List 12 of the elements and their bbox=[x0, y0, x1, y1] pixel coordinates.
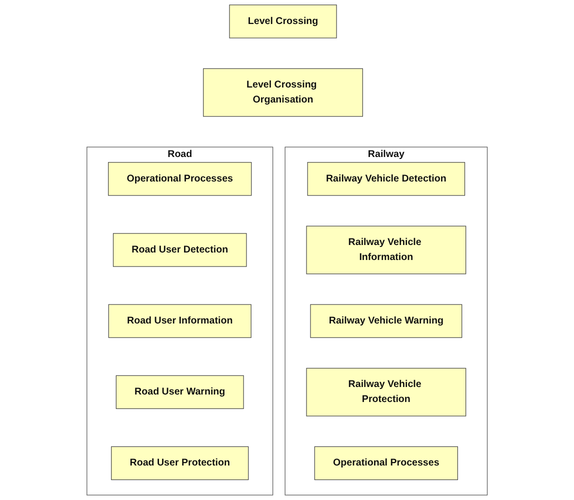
node-box: Railway Vehicle Detection bbox=[307, 162, 465, 196]
node-box: Operational Processes bbox=[108, 162, 252, 196]
node-box: Road User Protection bbox=[110, 446, 249, 480]
node-box: Road User Warning bbox=[116, 375, 244, 409]
node-box: Road User Detection bbox=[112, 233, 247, 267]
node-box: Railway Vehicle Information bbox=[306, 226, 466, 274]
node-box: Road User Information bbox=[108, 304, 252, 338]
node-box: Operational Processes bbox=[314, 446, 458, 480]
node-box: Level Crossing bbox=[229, 4, 337, 38]
node-box: Railway Vehicle Protection bbox=[306, 368, 466, 416]
node-box: Level Crossing Organisation bbox=[202, 68, 363, 117]
node-box: Railway Vehicle Warning bbox=[310, 304, 462, 338]
